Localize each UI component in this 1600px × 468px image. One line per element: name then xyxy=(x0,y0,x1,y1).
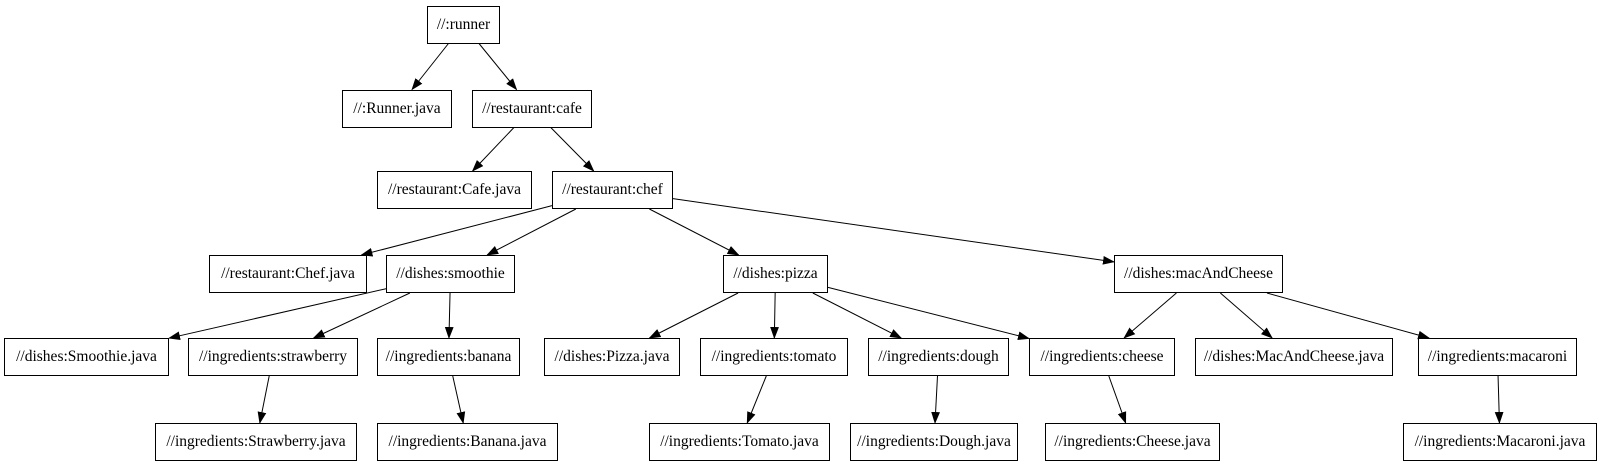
graph-node-label: //ingredients:Tomato.java xyxy=(660,433,819,451)
graph-node-tomato_java: //ingredients:Tomato.java xyxy=(649,423,830,461)
graph-node-label: //dishes:Pizza.java xyxy=(554,348,670,366)
graph-node-strawberry: //ingredients:strawberry xyxy=(188,338,358,376)
graph-node-chef_java: //restaurant:Chef.java xyxy=(209,255,367,293)
graph-node-label: //ingredients:strawberry xyxy=(198,348,348,366)
graph-node-cheese: //ingredients:cheese xyxy=(1029,338,1175,376)
graph-node-label: //dishes:pizza xyxy=(733,265,818,283)
graph-node-label: //ingredients:dough xyxy=(878,348,999,366)
edge-cafe-to-cafe_java xyxy=(471,127,515,172)
edge-smoothie-to-smoothie_java xyxy=(168,288,387,341)
edge-smoothie-to-strawberry xyxy=(312,292,411,339)
graph-node-cheese_java: //ingredients:Cheese.java xyxy=(1045,423,1220,461)
graph-node-label: //restaurant:chef xyxy=(562,181,663,199)
graph-node-label: //restaurant:Chef.java xyxy=(221,265,355,283)
graph-node-label: //ingredients:macaroni xyxy=(1427,348,1568,366)
graph-node-label: //restaurant:Cafe.java xyxy=(388,181,521,199)
graph-node-banana: //ingredients:banana xyxy=(377,338,520,376)
graph-node-label: //dishes:macAndCheese xyxy=(1124,265,1273,283)
edge-macandcheese-to-macaroni xyxy=(1266,292,1431,340)
edge-pizza-to-pizza_java xyxy=(648,292,739,339)
graph-node-dough_java: //ingredients:Dough.java xyxy=(850,423,1018,461)
graph-node-cafe_java: //restaurant:Cafe.java xyxy=(377,171,532,209)
edge-smoothie-to-banana xyxy=(444,292,454,339)
graph-node-runner: //:runner xyxy=(427,5,500,44)
edge-chef-to-pizza xyxy=(649,208,740,256)
graph-node-strawberry_java: //ingredients:Strawberry.java xyxy=(155,423,357,461)
graph-node-pizza_java: //dishes:Pizza.java xyxy=(544,338,680,376)
edge-cafe-to-chef xyxy=(550,127,595,172)
edge-pizza-to-dough xyxy=(812,292,903,339)
edge-chef-to-macandcheese xyxy=(672,198,1115,265)
edge-runner-to-cafe xyxy=(478,43,518,91)
graph-node-label: //:Runner.java xyxy=(353,99,441,117)
edge-pizza-to-tomato xyxy=(770,292,779,339)
graph-node-label: //ingredients:Strawberry.java xyxy=(166,433,346,451)
graph-node-cafe: //restaurant:cafe xyxy=(472,89,592,128)
graph-node-macandcheese_java: //dishes:MacAndCheese.java xyxy=(1195,338,1393,376)
graph-node-smoothie_java: //dishes:Smoothie.java xyxy=(4,338,169,376)
edge-chef-to-chef_java xyxy=(360,205,553,257)
graph-node-label: //ingredients:cheese xyxy=(1040,348,1164,366)
graph-node-label: //ingredients:Banana.java xyxy=(388,433,547,451)
edge-strawberry-to-strawberry_java xyxy=(257,375,270,424)
graph-node-smoothie: //dishes:smoothie xyxy=(386,255,515,293)
graph-node-chef: //restaurant:chef xyxy=(552,171,673,209)
edge-banana-to-banana_java xyxy=(452,375,466,424)
graph-node-label: //dishes:MacAndCheese.java xyxy=(1203,348,1385,366)
edge-tomato-to-tomato_java xyxy=(746,375,767,424)
graph-node-label: //ingredients:banana xyxy=(385,348,512,366)
graph-node-label: //:runner xyxy=(436,15,491,33)
graph-node-label: //ingredients:Dough.java xyxy=(857,433,1011,451)
graph-node-pizza: //dishes:pizza xyxy=(723,255,828,293)
graph-node-banana_java: //ingredients:Banana.java xyxy=(377,423,558,461)
graph-node-label: //dishes:Smoothie.java xyxy=(16,348,157,366)
graph-node-runner_java: //:Runner.java xyxy=(342,89,452,128)
graph-node-label: //ingredients:tomato xyxy=(711,348,837,366)
graph-node-macaroni: //ingredients:macaroni xyxy=(1418,338,1577,376)
edge-macandcheese-to-cheese xyxy=(1123,292,1177,339)
graph-node-macaroni_java: //ingredients:Macaroni.java xyxy=(1403,423,1597,461)
graph-node-label: //restaurant:cafe xyxy=(482,99,582,117)
graph-node-label: //ingredients:Cheese.java xyxy=(1054,433,1211,451)
edge-chef-to-smoothie xyxy=(486,208,577,256)
edge-macandcheese-to-macandcheese_java xyxy=(1220,292,1273,339)
edge-macaroni-to-macaroni_java xyxy=(1494,375,1504,424)
graph-node-label: //ingredients:Macaroni.java xyxy=(1414,433,1586,451)
edge-cheese-to-cheese_java xyxy=(1108,375,1127,424)
graph-node-macandcheese: //dishes:macAndCheese xyxy=(1114,255,1283,293)
graph-node-label: //dishes:smoothie xyxy=(396,265,505,283)
graph-node-dough: //ingredients:dough xyxy=(868,338,1009,376)
edge-pizza-to-cheese xyxy=(827,286,1030,340)
edge-runner-to-runner_java xyxy=(411,43,449,91)
edge-dough-to-dough_java xyxy=(931,375,940,424)
graph-node-tomato: //ingredients:tomato xyxy=(700,338,848,376)
